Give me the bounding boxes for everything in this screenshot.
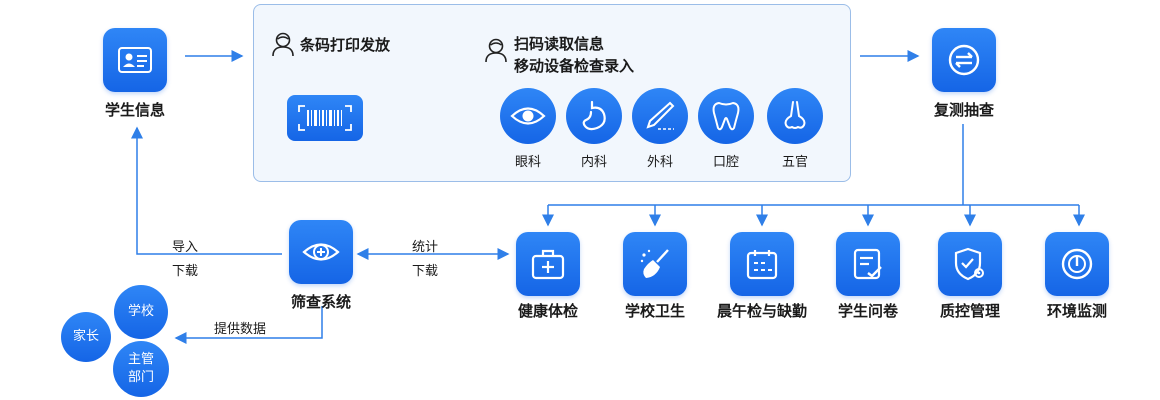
stakeholder-parent: 家长: [61, 312, 111, 362]
module-health-exam[interactable]: [516, 232, 580, 296]
barcode-tile: [287, 95, 363, 141]
module-label: 环境监测: [1046, 302, 1107, 320]
exam-ent: [767, 88, 823, 144]
exam-eye: [500, 88, 556, 144]
barcode-icon: [298, 105, 352, 131]
module-label: 晨午检与缺勤: [716, 302, 807, 320]
scalpel-icon: [646, 101, 675, 130]
exam-internal: [566, 88, 622, 144]
exam-label: 口腔: [712, 155, 739, 170]
student-info-label: 学生信息: [104, 101, 165, 119]
edge-label-import: 导入: [172, 240, 199, 255]
recheck-tile[interactable]: [932, 28, 996, 92]
stakeholder-authority-line1: 主管: [127, 352, 154, 367]
collection-panel: [253, 4, 851, 182]
exam-label: 内科: [580, 155, 607, 170]
exam-label: 外科: [646, 155, 673, 170]
refresh-icon: [948, 44, 980, 76]
edge-label-stats: 统计: [412, 240, 439, 255]
module-label: 质控管理: [939, 302, 1000, 320]
scan-title-line2: 移动设备检查录入: [514, 57, 635, 75]
user-icon: [271, 31, 295, 61]
barcode-title: 条码打印发放: [300, 36, 391, 54]
stakeholder-authority-line2: 部门: [127, 370, 154, 385]
module-label: 健康体检: [517, 302, 578, 320]
module-label: 学生问卷: [837, 302, 898, 320]
module-label: 学校卫生: [624, 302, 685, 320]
tooth-icon: [712, 101, 740, 131]
student-info-tile[interactable]: [103, 28, 167, 92]
gauge-icon: [1061, 248, 1093, 280]
module-env-monitoring[interactable]: [1045, 232, 1109, 296]
screening-label: 筛查系统: [290, 293, 351, 311]
exam-label: 五官: [781, 155, 808, 170]
eye-icon: [510, 107, 546, 125]
screening-tile[interactable]: [289, 220, 353, 284]
edge-label-provide-data: 提供数据: [214, 322, 267, 337]
broom-icon: [640, 249, 669, 278]
stakeholder-school: 学校: [114, 285, 168, 339]
exam-label: 眼科: [514, 155, 541, 170]
user-icon: [484, 37, 508, 67]
id-card-icon: [118, 47, 152, 73]
module-morning-check[interactable]: [730, 232, 794, 296]
exam-dental: [698, 88, 754, 144]
recheck-label: 复测抽查: [933, 101, 994, 119]
module-school-hygiene[interactable]: [623, 232, 687, 296]
nose-icon: [784, 101, 806, 129]
edge-screening-to-stakeholders: [174, 306, 323, 344]
clipboard-check-icon: [853, 248, 882, 280]
eye-scan-icon: [302, 243, 340, 261]
edge-label-download: 下载: [412, 264, 439, 279]
edge-screening-to-student: [131, 126, 282, 255]
stomach-icon: [582, 100, 606, 131]
medical-kit-icon: [531, 249, 565, 280]
module-quality-control[interactable]: [938, 232, 1002, 296]
stakeholder-authority: 主管 部门: [113, 341, 169, 397]
shield-gear-icon: [954, 247, 984, 281]
exam-surgery: [632, 88, 688, 144]
module-questionnaire[interactable]: [836, 232, 900, 296]
scan-title-line1: 扫码读取信息: [514, 35, 605, 53]
calendar-icon: [746, 250, 778, 280]
edge-label-download: 下载: [172, 264, 199, 279]
